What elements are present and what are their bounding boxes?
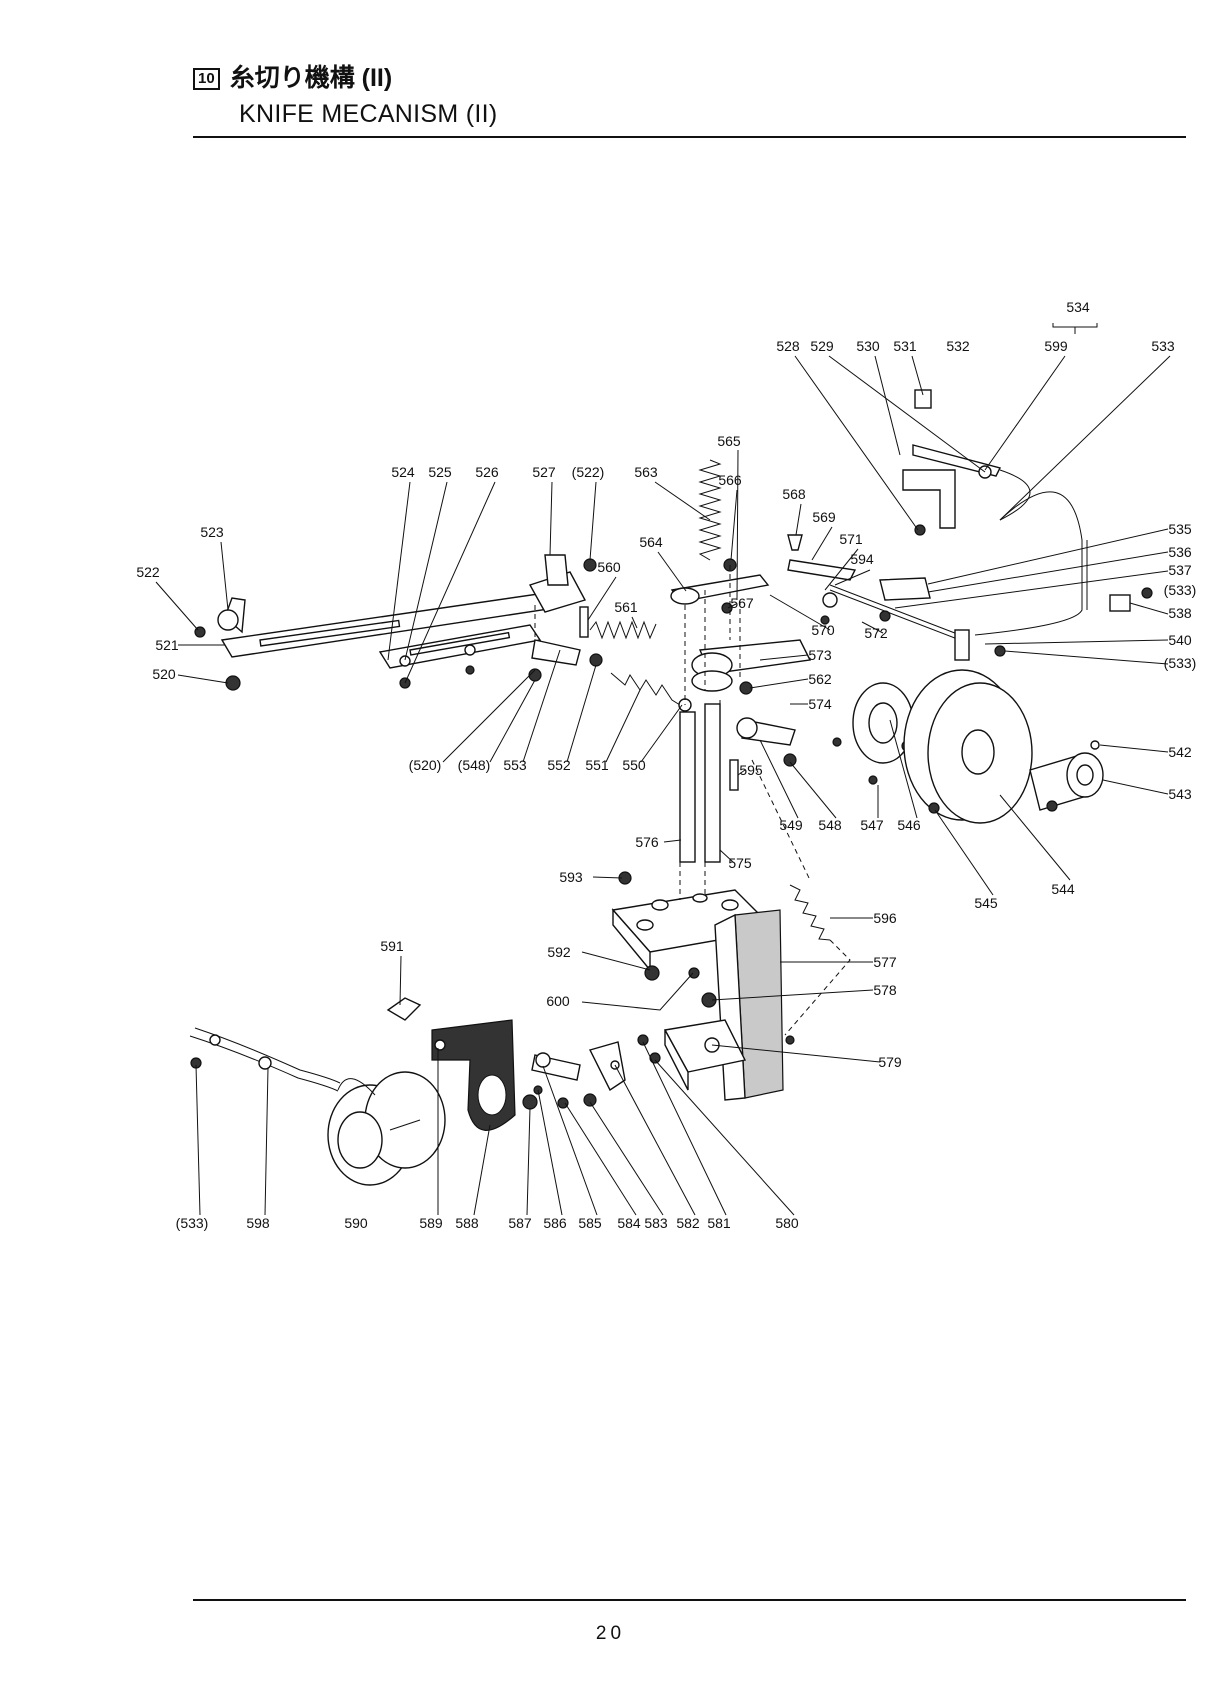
part-number-label: 593 (559, 869, 583, 885)
section-number-badge: 10 (193, 68, 220, 91)
part-number-label: (533) (176, 1215, 209, 1231)
part-number-label: 529 (810, 338, 834, 354)
part-number-label: 595 (739, 762, 763, 778)
part-number-label: 588 (455, 1215, 479, 1231)
part-number-label: 579 (878, 1054, 902, 1070)
part-number-label: 545 (974, 895, 998, 911)
page-number: 20 (595, 1623, 626, 1644)
part-number-label: 578 (873, 982, 897, 998)
part-number-label: 549 (779, 817, 803, 833)
part-number-label: 548 (818, 817, 842, 833)
part-number-label: 532 (946, 338, 970, 354)
part-number-label: 592 (547, 944, 571, 960)
part-number-label: 522 (136, 564, 160, 580)
part-number-label: 535 (1168, 521, 1192, 537)
part-number-label: 564 (639, 534, 663, 550)
part-number-label: 521 (155, 637, 179, 653)
part-number-label: 547 (860, 817, 884, 833)
part-number-label: 533 (1151, 338, 1175, 354)
part-number-label: 574 (808, 696, 832, 712)
part-number-label: 543 (1168, 786, 1192, 802)
part-number-label: 582 (676, 1215, 700, 1231)
part-number-callouts: 534 528 529 530 531 532 599 533 565 524 525 526 527 (… (136, 299, 1196, 1231)
part-number-label: 528 (776, 338, 800, 354)
part-number-label: 538 (1168, 605, 1192, 621)
part-number-label: 587 (508, 1215, 532, 1231)
part-number-label: 583 (644, 1215, 668, 1231)
part-number-label: 552 (547, 757, 571, 773)
part-number-label: (533) (1164, 582, 1197, 598)
title-japanese: 糸切り機構 (II) (229, 64, 393, 92)
part-drawings (189, 323, 1153, 1186)
part-number-label: (548) (458, 757, 491, 773)
part-number-label: (520) (409, 757, 442, 773)
part-number-label: 577 (873, 954, 897, 970)
part-number-label: 572 (864, 625, 888, 641)
part-number-label: 553 (503, 757, 527, 773)
part-number-label: 600 (546, 993, 570, 1009)
part-number-label: 534 (1066, 299, 1090, 315)
part-number-label: 536 (1168, 544, 1192, 560)
part-number-label: 546 (897, 817, 921, 833)
part-number-label: 599 (1044, 338, 1068, 354)
title-english: KNIFE MECANISM (II) (239, 100, 498, 128)
part-number-label: 570 (811, 622, 835, 638)
part-number-label: 594 (850, 551, 874, 567)
part-number-label: 569 (812, 509, 836, 525)
part-number-label: 525 (428, 464, 452, 480)
part-number-label: 524 (391, 464, 415, 480)
part-number-label: 575 (728, 855, 752, 871)
part-number-label: 590 (344, 1215, 368, 1231)
header-title-jp-row: 10 糸切り機構 (II) (193, 66, 392, 91)
part-number-label: 591 (380, 938, 404, 954)
part-number-label: 542 (1168, 744, 1192, 760)
leader-lines (155, 355, 1171, 1216)
part-number-label: 526 (475, 464, 499, 480)
part-number-label: (522) (572, 464, 605, 480)
part-number-label: 531 (893, 338, 917, 354)
part-number-label: 586 (543, 1215, 567, 1231)
part-number-label: 596 (873, 910, 897, 926)
part-number-label: 581 (707, 1215, 731, 1231)
part-number-label: 584 (617, 1215, 641, 1231)
part-number-label: 589 (419, 1215, 443, 1231)
part-number-label: 550 (622, 757, 646, 773)
part-number-label: 537 (1168, 562, 1192, 578)
part-number-label: 567 (730, 595, 754, 611)
part-number-label: 565 (717, 433, 741, 449)
part-number-label: 520 (152, 666, 176, 682)
part-number-label: 562 (808, 671, 832, 687)
part-number-label: 573 (808, 647, 832, 663)
part-number-label: 571 (839, 531, 863, 547)
header-rule (193, 136, 1186, 138)
footer-rule (193, 1599, 1186, 1601)
part-number-label: (533) (1164, 655, 1197, 671)
part-number-label: 561 (614, 599, 638, 615)
part-number-label: 530 (856, 338, 880, 354)
part-number-label: 568 (782, 486, 806, 502)
part-number-label: 585 (578, 1215, 602, 1231)
part-number-label: 563 (634, 464, 658, 480)
part-number-label: 544 (1051, 881, 1075, 897)
part-number-label: 551 (585, 757, 609, 773)
part-number-label: 576 (635, 834, 659, 850)
part-number-label: 580 (775, 1215, 799, 1231)
part-number-label: 560 (597, 559, 621, 575)
part-number-label: 598 (246, 1215, 270, 1231)
part-number-label: 566 (718, 472, 742, 488)
part-number-label: 527 (532, 464, 556, 480)
part-number-label: 540 (1168, 632, 1192, 648)
part-number-label: 523 (200, 524, 224, 540)
